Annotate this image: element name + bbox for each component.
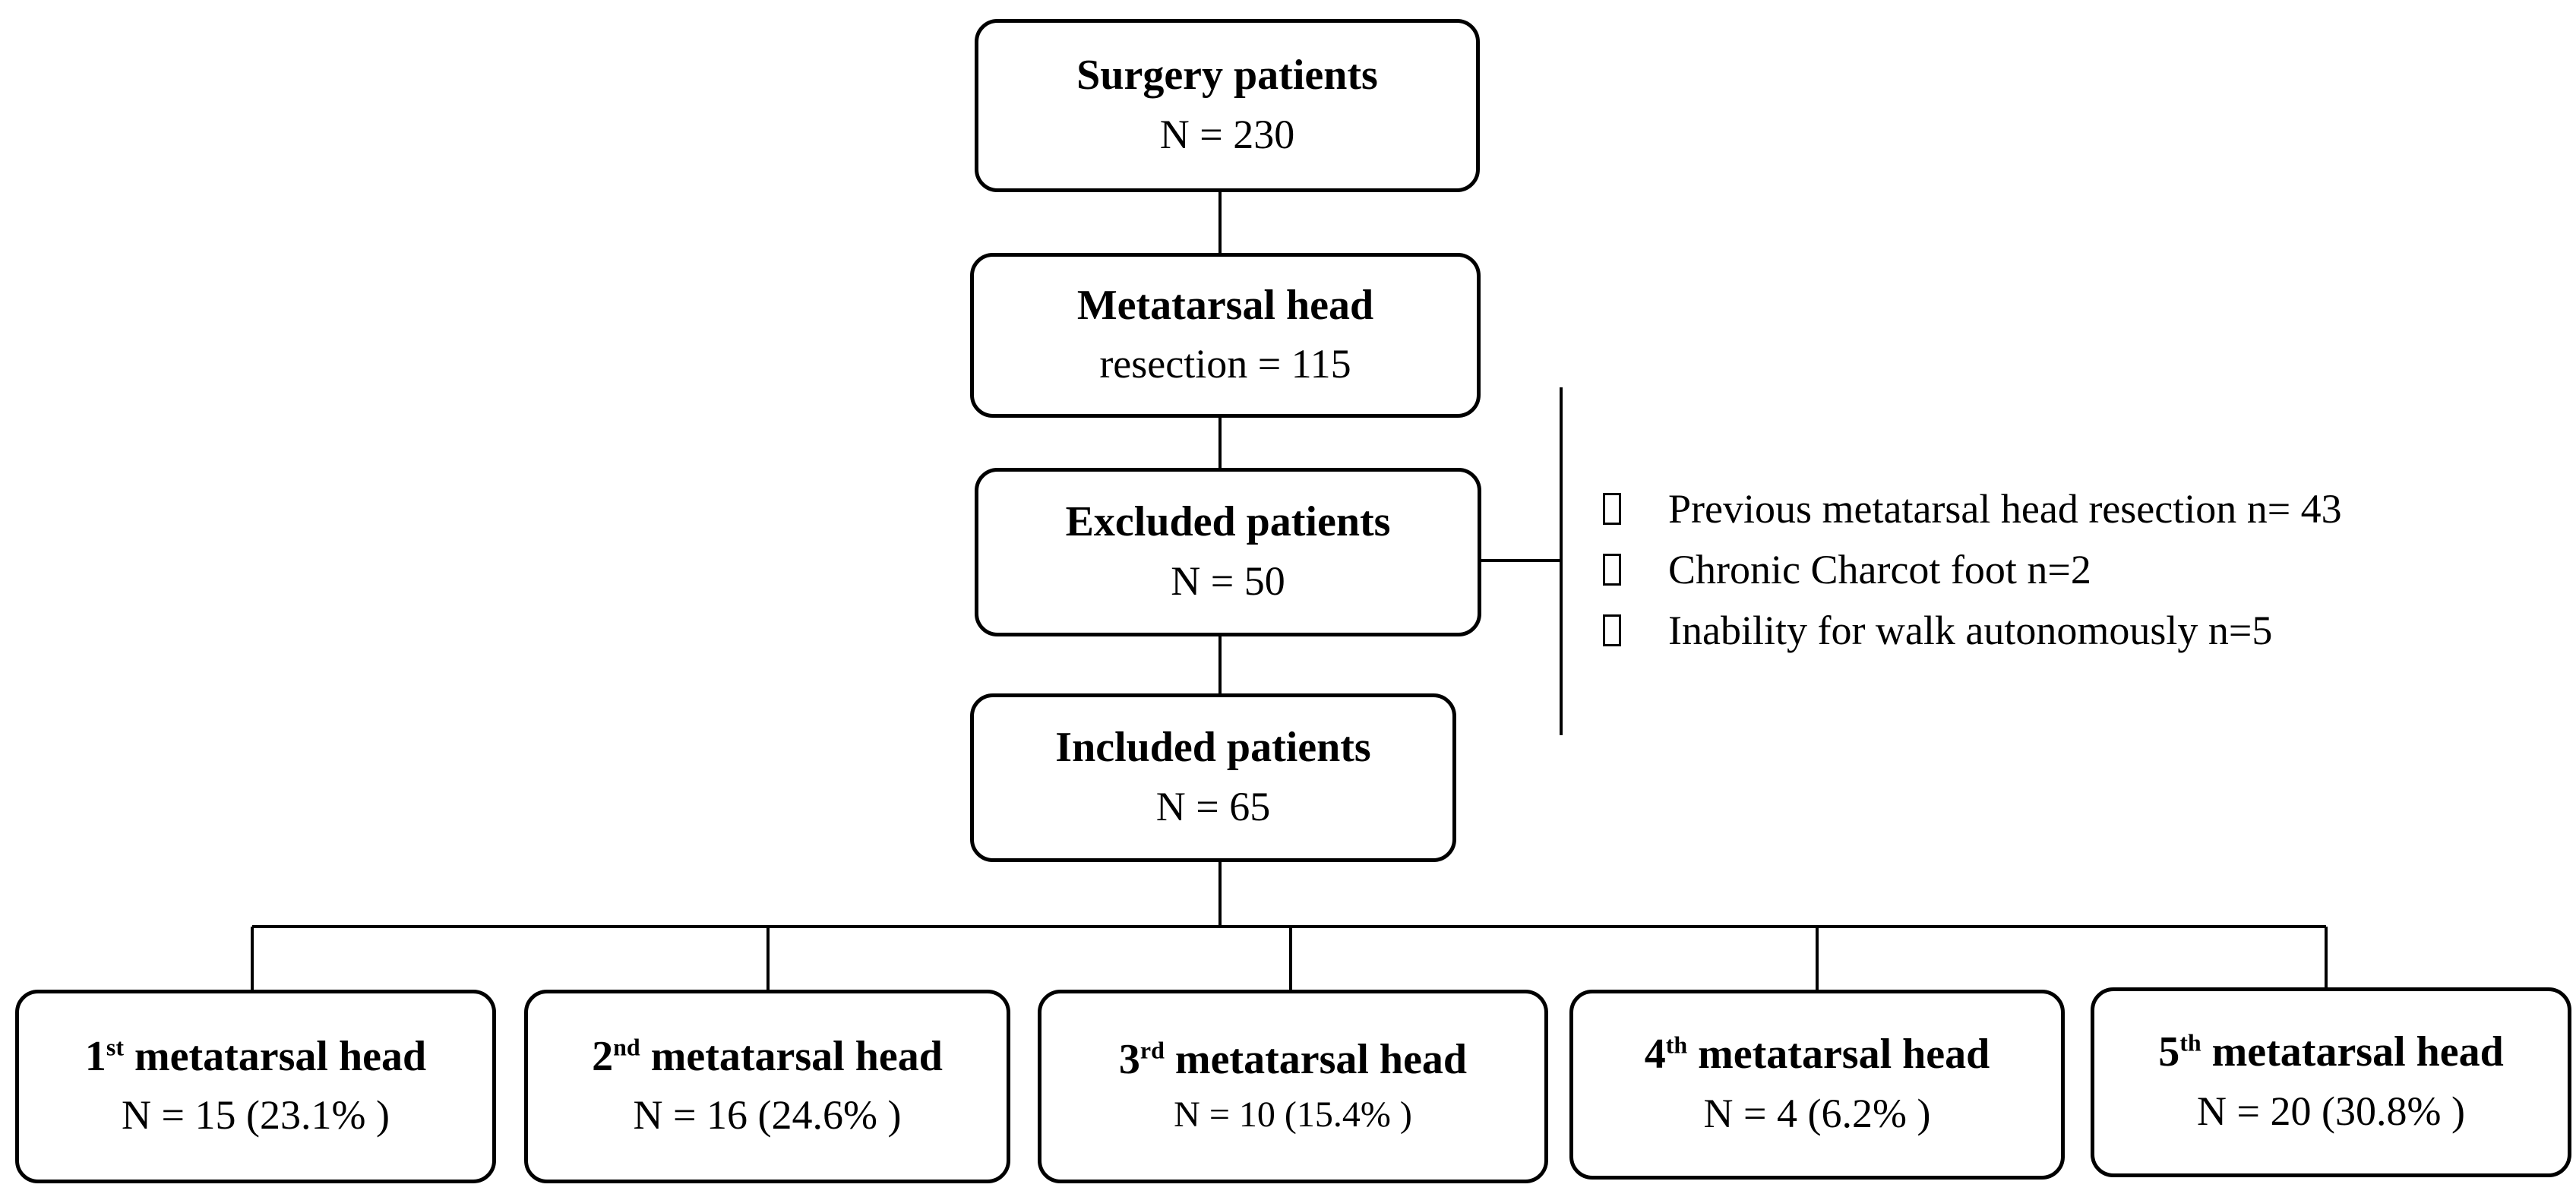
- included-patients-title: Included patients: [1055, 724, 1371, 772]
- group-count: N = 20 (30.8% ): [2197, 1088, 2465, 1134]
- exclusion-reason-text: Chronic Charcot foot n=2: [1668, 547, 2091, 592]
- bullet-icon: [1603, 614, 1621, 646]
- group-title: 3rd metatarsal head: [1118, 1035, 1468, 1083]
- excluded-patients-count: N = 50: [1171, 557, 1285, 604]
- excluded-patients-title: Excluded patients: [1065, 498, 1391, 546]
- exclusion-reason: Inability for walk autonomously n=5: [1603, 600, 2342, 661]
- group-title: 2nd metatarsal head: [592, 1032, 943, 1080]
- exclusion-reason: Chronic Charcot foot n=2: [1603, 539, 2342, 600]
- surgery-patients-count: N = 230: [1159, 111, 1295, 157]
- group-box-2: 2nd metatarsal head N = 16 (24.6% ): [524, 990, 1010, 1183]
- included-patients-box: Included patients N = 65: [970, 693, 1456, 862]
- surgery-patients-box: Surgery patients N = 230: [975, 19, 1480, 192]
- group-box-5: 5th metatarsal head N = 20 (30.8% ): [2091, 987, 2571, 1177]
- resection-count: resection = 115: [1099, 341, 1351, 387]
- exclusion-reason-text: Previous metatarsal head resection n= 43: [1668, 486, 2342, 532]
- group-title: 5th metatarsal head: [2158, 1028, 2504, 1076]
- surgery-patients-title: Surgery patients: [1076, 52, 1378, 99]
- group-box-1: 1st metatarsal head N = 15 (23.1% ): [15, 990, 496, 1183]
- group-count: N = 4 (6.2% ): [1703, 1090, 1931, 1136]
- group-box-3: 3rd metatarsal head N = 10 (15.4% ): [1038, 990, 1548, 1183]
- group-title: 4th metatarsal head: [1644, 1031, 1990, 1079]
- included-patients-count: N = 65: [1155, 783, 1271, 829]
- group-count: N = 15 (23.1% ): [122, 1092, 390, 1138]
- bullet-icon: [1603, 554, 1621, 586]
- excluded-patients-box: Excluded patients N = 50: [975, 468, 1481, 636]
- group-count: N = 16 (24.6% ): [633, 1092, 902, 1138]
- resection-title: Metatarsal head: [1076, 281, 1374, 329]
- group-count: N = 10 (15.4% ): [1174, 1094, 1412, 1135]
- resection-box: Metatarsal head resection = 115: [970, 253, 1481, 418]
- exclusion-reason-text: Inability for walk autonomously n=5: [1668, 608, 2273, 653]
- bullet-icon: [1603, 493, 1621, 525]
- group-title: 1st metatarsal head: [84, 1032, 427, 1080]
- exclusion-reasons-list: Previous metatarsal head resection n= 43…: [1603, 478, 2342, 661]
- group-box-4: 4th metatarsal head N = 4 (6.2% ): [1569, 990, 2065, 1180]
- exclusion-reason: Previous metatarsal head resection n= 43: [1603, 478, 2342, 539]
